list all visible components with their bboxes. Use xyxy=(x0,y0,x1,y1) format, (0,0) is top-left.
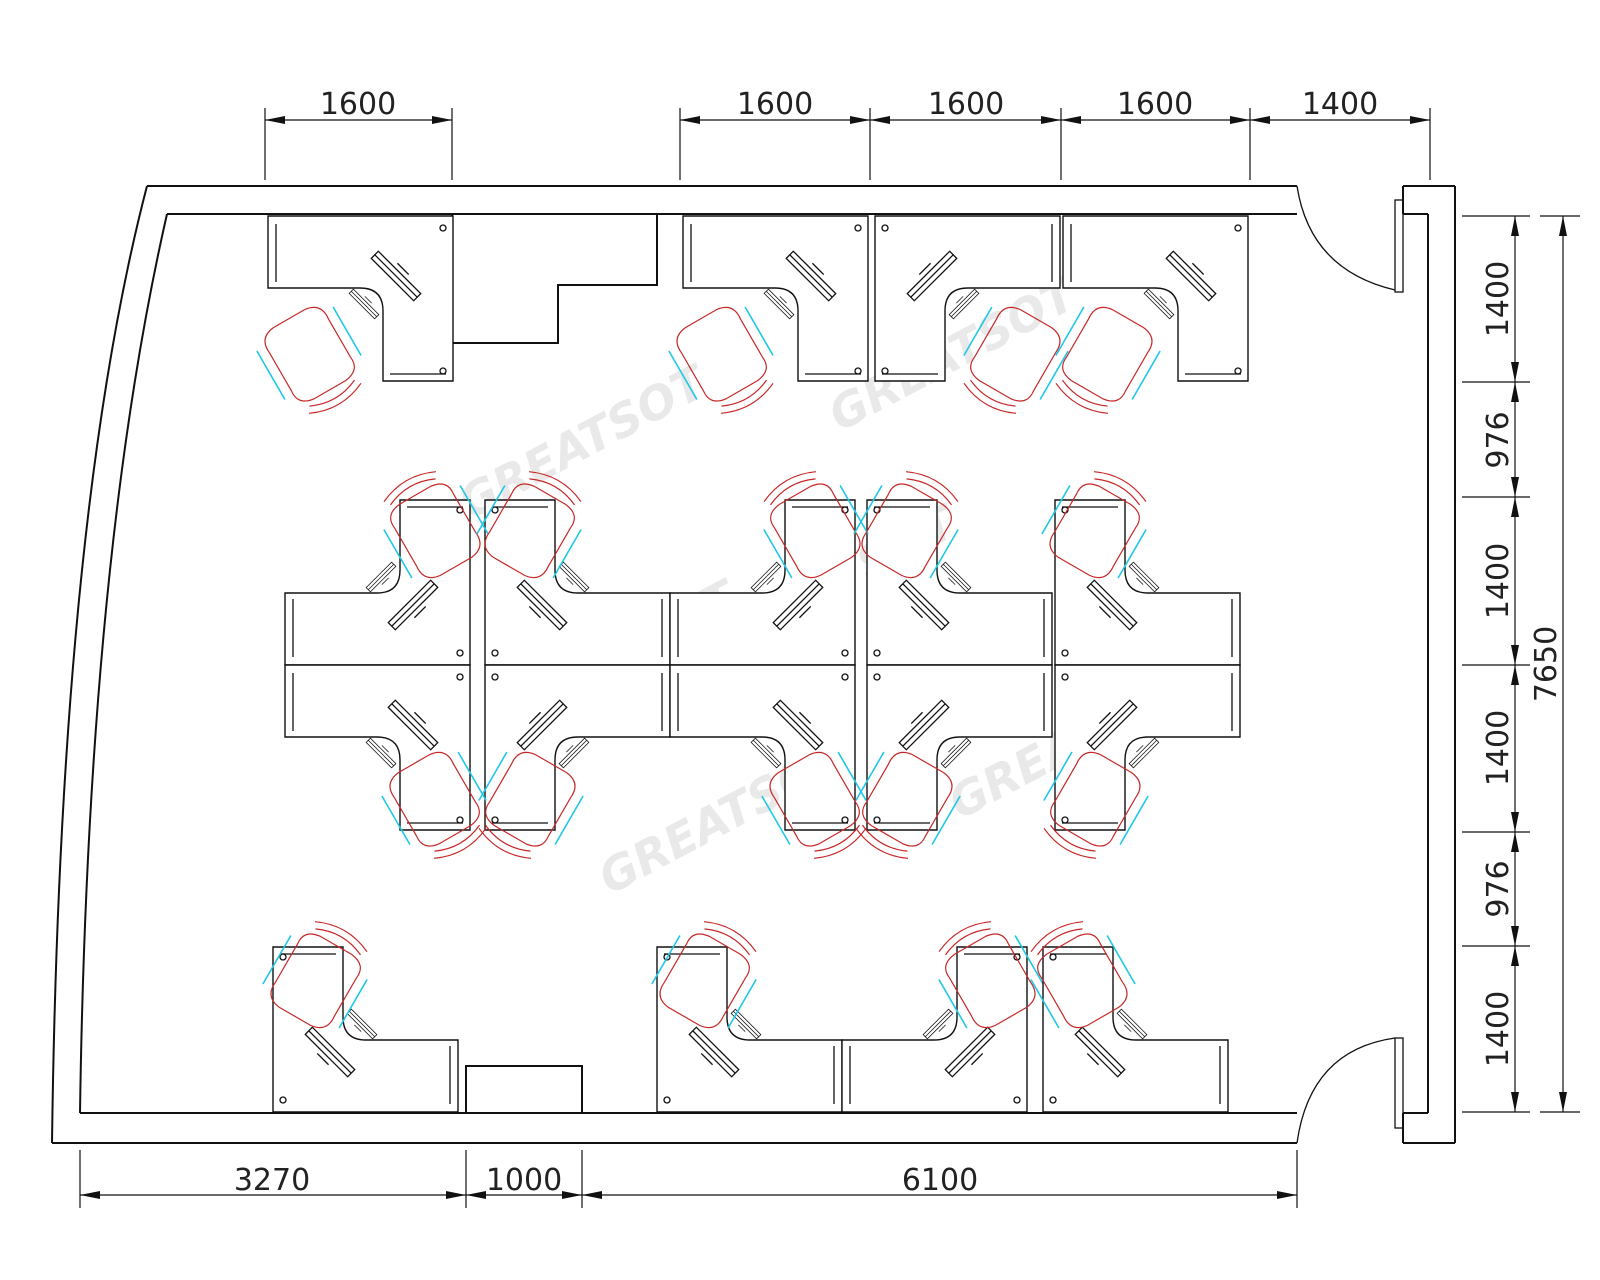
dimension-label: 976 xyxy=(1481,860,1516,917)
dimension-line-top xyxy=(264,108,1431,180)
workstation-mid-5 xyxy=(1055,500,1240,665)
dimension-label: 1400 xyxy=(1481,991,1516,1067)
workstation-bottom-4 xyxy=(1043,947,1228,1112)
door-top xyxy=(1296,185,1404,293)
outer-wall xyxy=(51,185,1456,1144)
dimension-label: 1600 xyxy=(320,87,396,122)
chair xyxy=(250,295,378,428)
dimension-label-overall: 7650 xyxy=(1529,626,1564,702)
workstation-top-2 xyxy=(683,216,868,381)
dimension-label: 6100 xyxy=(902,1163,978,1198)
dimension-label: 1600 xyxy=(737,87,813,122)
dimension-label: 1600 xyxy=(1117,87,1193,122)
inner-wall xyxy=(79,213,1429,1114)
dimension-label: 3270 xyxy=(234,1163,310,1198)
workstation-top-4 xyxy=(1063,216,1248,381)
workstation-bottom-3 xyxy=(842,947,1027,1112)
workstation-bottom-2 xyxy=(657,947,842,1112)
dimension-label: 976 xyxy=(1481,411,1516,468)
dimension-label: 1400 xyxy=(1481,710,1516,786)
dimension-label: 1400 xyxy=(1302,87,1378,122)
workstation-mid-4 xyxy=(867,500,1052,665)
workstation-mid-1 xyxy=(285,500,470,665)
workstation-mid-2 xyxy=(485,500,670,665)
dimension-label: 1400 xyxy=(1481,543,1516,619)
workstation-top-1 xyxy=(268,216,453,381)
workstation-bottom-1 xyxy=(273,947,458,1112)
door-bottom xyxy=(1296,1037,1404,1144)
dimension-label: 1000 xyxy=(486,1163,562,1198)
dimension-label: 1600 xyxy=(928,87,1004,122)
workstation-mid-6 xyxy=(285,665,470,830)
workstation-mid-10 xyxy=(1055,665,1240,830)
dimension-label: 1400 xyxy=(1481,261,1516,337)
dimension-line-bottom xyxy=(79,1150,1298,1208)
dimension-line-right xyxy=(1462,215,1580,1113)
